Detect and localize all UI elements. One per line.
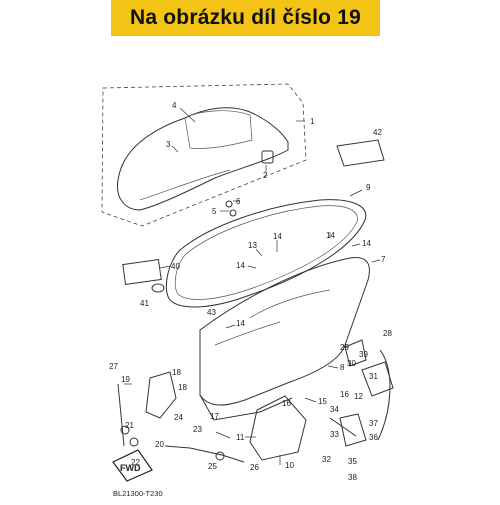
fwd-label: FWD [120, 463, 141, 473]
parts-diagram: FWD 1 2 3 4 5 6 7 8 9 10 11 12 [0, 36, 500, 500]
callout-1: 1 [310, 117, 315, 126]
callout-labels: 1 2 3 4 5 6 7 8 9 10 11 12 13 14 [109, 101, 392, 482]
callout-4: 4 [172, 101, 177, 110]
callout-12: 12 [354, 392, 363, 401]
callout-7: 7 [381, 255, 386, 264]
callout-2: 2 [263, 171, 268, 180]
callout-33: 33 [330, 430, 339, 439]
callout-10: 10 [285, 461, 294, 470]
seat-group-box [101, 83, 307, 227]
right-latch [344, 339, 367, 367]
callout-21: 21 [125, 421, 134, 430]
callout-8: 8 [340, 363, 345, 372]
callout-20: 20 [155, 440, 164, 449]
callout-16a: 16 [282, 399, 291, 408]
banner-title: Na obrázku díl číslo 19 [129, 6, 361, 29]
callout-36: 36 [369, 433, 378, 442]
callout-32: 32 [322, 455, 331, 464]
callout-11: 11 [236, 433, 245, 442]
callout-24: 24 [174, 413, 183, 422]
callout-14d: 14 [236, 261, 245, 270]
callout-18b: 18 [178, 383, 187, 392]
seal-ring [165, 199, 367, 308]
callout-43: 43 [207, 308, 216, 317]
plate-part [336, 139, 385, 167]
callout-13: 13 [248, 241, 257, 250]
callout-34: 34 [330, 405, 339, 414]
callout-5: 5 [212, 207, 217, 216]
callout-14e: 14 [236, 319, 245, 328]
callout-40: 40 [171, 262, 180, 271]
callout-27: 27 [109, 362, 118, 371]
callout-6: 6 [236, 197, 241, 206]
callout-30: 30 [347, 359, 356, 368]
callout-39: 39 [359, 350, 368, 359]
seat-part [116, 107, 289, 211]
fwd-arrow-icon: FWD [112, 449, 153, 482]
callout-41: 41 [140, 299, 149, 308]
callout-29: 29 [340, 343, 349, 352]
panel-part [249, 395, 307, 461]
callout-38: 38 [348, 473, 357, 482]
callout-28: 28 [383, 329, 392, 338]
callout-19: 19 [121, 375, 130, 384]
title-banner: Na obrázku díl číslo 19 [111, 0, 380, 36]
callout-31: 31 [369, 372, 378, 381]
tool-kit-part [122, 259, 162, 285]
callout-17: 17 [210, 412, 219, 421]
callout-14b: 14 [326, 231, 335, 240]
callout-14a: 14 [273, 232, 282, 241]
callout-3: 3 [166, 140, 171, 149]
callout-16b: 16 [340, 390, 349, 399]
callout-9: 9 [366, 183, 371, 192]
helmet-bucket [199, 256, 370, 406]
callout-23: 23 [193, 425, 202, 434]
exploded-view-svg: FWD 1 2 3 4 5 6 7 8 9 10 11 12 [101, 83, 394, 498]
cushion-part [261, 150, 274, 164]
callout-15: 15 [318, 397, 327, 406]
callout-26: 26 [250, 463, 259, 472]
callout-37: 37 [369, 419, 378, 428]
callout-42: 42 [373, 128, 382, 137]
diagram-code: BL21300-T230 [113, 489, 163, 498]
callout-25: 25 [208, 462, 217, 471]
left-bracket [145, 371, 177, 419]
callout-14c: 14 [362, 239, 371, 248]
callout-22: 22 [131, 458, 140, 467]
callout-35: 35 [348, 457, 357, 466]
callout-18a: 18 [172, 368, 181, 377]
